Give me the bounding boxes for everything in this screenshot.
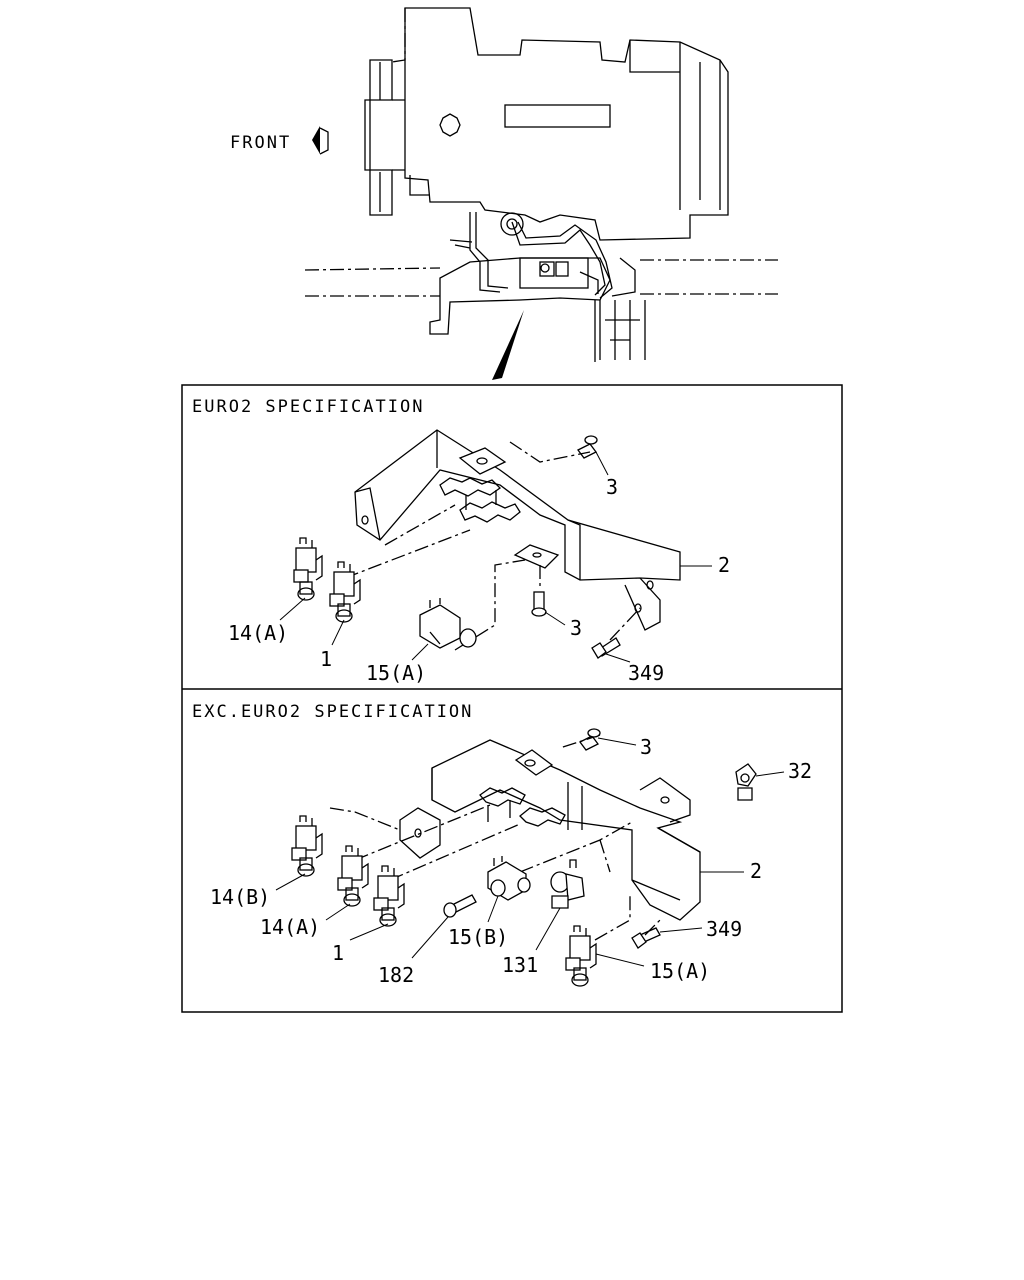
bolt-182-exc-euro2 <box>443 894 477 918</box>
bolt-349-euro2 <box>591 637 621 659</box>
bracket-2-euro2 <box>354 429 681 581</box>
callout-valve-1-euro2: 1 <box>320 647 332 671</box>
callout-valve-14a-euro2: 14(A) <box>228 621 288 645</box>
solenoid-valve-14a-euro2 <box>293 537 323 601</box>
callout-bracket-2-exc-euro2: 2 <box>750 859 762 883</box>
callout-valve-14b-exc-euro2: 14(B) <box>210 885 270 909</box>
part-131-exc-euro2 <box>550 859 585 909</box>
exc-euro2-panel: EXC.EURO2 SPECIFICATION <box>192 702 812 987</box>
solenoid-valve-15b-exc-euro2 <box>487 856 531 901</box>
callout-bolt-182-exc-euro2: 182 <box>378 963 414 987</box>
solenoid-valve-14a-exc-euro2 <box>337 845 369 907</box>
solenoid-valve-15a-exc-euro2 <box>565 925 597 987</box>
euro2-panel-heading: EURO2 SPECIFICATION <box>192 397 424 417</box>
callout-bolt-3-upper-exc-euro2: 3 <box>640 735 652 759</box>
hex-nut-icon <box>439 113 461 137</box>
front-arrow-icon <box>312 126 320 154</box>
clip-32-exc-euro2 <box>735 763 757 801</box>
callout-bracket-2-euro2: 2 <box>718 553 730 577</box>
callout-valve-14a-exc-euro2: 14(A) <box>260 915 320 939</box>
callout-part-131-exc-euro2: 131 <box>502 953 538 977</box>
bolt-3-lower-euro2 <box>531 591 547 617</box>
callout-valve-1-exc-euro2: 1 <box>332 941 344 965</box>
front-direction-label: FRONT <box>230 133 291 153</box>
bolt-3-upper-euro2 <box>577 435 598 459</box>
callout-bolt-349-euro2: 349 <box>628 661 664 685</box>
callout-bolt-3-lower-euro2: 3 <box>570 616 582 640</box>
callout-valve-15a-euro2: 15(A) <box>366 661 426 685</box>
detail-panel-frame <box>181 384 843 1013</box>
callout-valve-15b-exc-euro2: 15(B) <box>448 925 508 949</box>
bolt-349-exc-euro2 <box>631 927 661 949</box>
solenoid-valve-1-euro2 <box>329 561 361 623</box>
callout-valve-15a-exc-euro2: 15(A) <box>650 959 710 983</box>
bolt-3-upper-exc-euro2 <box>579 728 601 751</box>
callout-clip-32-exc-euro2: 32 <box>788 759 812 783</box>
exc-euro2-panel-heading: EXC.EURO2 SPECIFICATION <box>192 702 473 722</box>
engine-overview: FRONT <box>230 7 778 380</box>
solenoid-valve-14b-exc-euro2 <box>291 815 323 877</box>
bracket-2-exc-euro2 <box>431 739 701 921</box>
callout-bolt-3-upper-euro2: 3 <box>606 475 618 499</box>
solenoid-valve-15a-euro2 <box>419 598 477 649</box>
euro2-panel: EURO2 SPECIFICATION <box>192 397 730 685</box>
callout-bolt-349-exc-euro2: 349 <box>706 917 742 941</box>
solenoid-valve-1-exc-euro2 <box>373 865 405 927</box>
